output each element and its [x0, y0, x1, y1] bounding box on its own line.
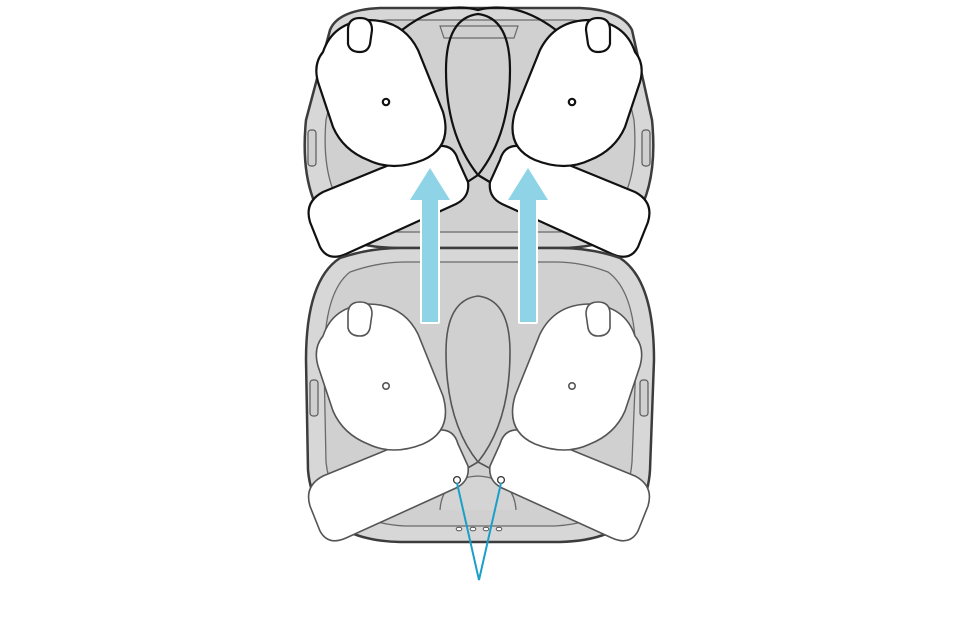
charging-contact-left [452, 475, 462, 485]
base-indicator-dots [455, 526, 503, 532]
base-side-slot-right [639, 379, 649, 417]
charging-contact-right [496, 475, 506, 485]
lid-hinge [439, 25, 519, 39]
up-arrow-icon [408, 166, 452, 324]
lid-side-slot-left [307, 129, 317, 167]
base-side-slot-left [309, 379, 319, 417]
callout-lines [456, 482, 502, 581]
up-arrow-icon [506, 166, 550, 324]
lid-neckband-outer [401, 6, 557, 31]
lid-side-slot-right [641, 129, 651, 167]
